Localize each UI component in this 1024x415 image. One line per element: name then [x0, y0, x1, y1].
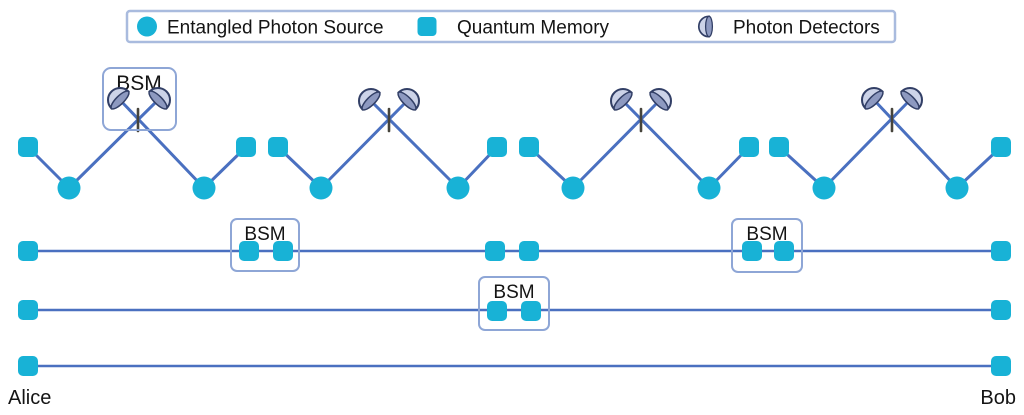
- quantum-memory-node: [18, 137, 38, 157]
- quantum-memory-node: [519, 241, 539, 261]
- photon-source-node: [697, 176, 721, 200]
- quantum-memory-node: [485, 241, 505, 261]
- quantum-memory-node: [236, 137, 256, 157]
- quantum-memory-node: [991, 137, 1011, 157]
- quantum-memory-icon: [417, 17, 437, 36]
- quantum-memory-node: [487, 137, 507, 157]
- quantum-memory-node: [991, 356, 1011, 376]
- photon-detector-icon: [697, 15, 714, 38]
- alice-label: Alice: [8, 387, 51, 409]
- quantum-memory-node: [18, 300, 38, 320]
- fiber-link-line: [822, 98, 912, 190]
- photon-source-node: [812, 176, 836, 200]
- quantum-memory-node: [239, 241, 259, 261]
- quantum-memory-node: [268, 137, 288, 157]
- quantum-memory-node: [18, 241, 38, 261]
- photon-source-icon: [137, 16, 157, 37]
- quantum-memory-node: [991, 300, 1011, 320]
- photon-source-node: [446, 176, 470, 200]
- bob-label: Bob: [980, 387, 1016, 409]
- swap-level-2-row: BSM: [18, 276, 1011, 331]
- fiber-link-line: [67, 98, 160, 190]
- elementary-links-row: BSM: [18, 67, 1011, 200]
- quantum-memory-node: [742, 241, 762, 261]
- quantum-memory-node: [487, 301, 507, 321]
- fiber-link-line: [571, 99, 661, 190]
- bsm-box: [731, 218, 803, 273]
- quantum-memory-node: [774, 241, 794, 261]
- bsm-label: BSM: [746, 224, 787, 245]
- photon-source-node: [561, 176, 585, 200]
- quantum-memory-node: [521, 301, 541, 321]
- bsm-label: BSM: [244, 224, 285, 245]
- legend-item-label: Photon Detectors: [733, 18, 880, 39]
- legend-item-label: Quantum Memory: [457, 18, 610, 39]
- photon-source-node: [57, 176, 81, 200]
- legend: Entangled Photon Source Quantum Memory P…: [125, 9, 897, 44]
- bsm-label: BSM: [493, 282, 534, 303]
- quantum-memory-node: [769, 137, 789, 157]
- quantum-memory-node: [273, 241, 293, 261]
- bsm-box: [478, 276, 550, 331]
- photon-source-node: [309, 176, 333, 200]
- fiber-link-line: [319, 99, 409, 190]
- quantum-memory-node: [519, 137, 539, 157]
- photon-source-node: [192, 176, 216, 200]
- fiber-link-line: [872, 98, 959, 190]
- quantum-memory-node: [991, 241, 1011, 261]
- quantum-memory-node: [739, 137, 759, 157]
- bsm-box: [102, 67, 177, 131]
- quantum-memory-node: [18, 356, 38, 376]
- bsm-label: BSM: [116, 72, 162, 95]
- photon-source-node: [945, 176, 969, 200]
- fiber-link-line: [621, 99, 711, 190]
- end-to-end-row: Alice Bob: [8, 356, 1016, 409]
- bsm-box: [230, 218, 300, 272]
- fiber-link-line: [118, 98, 206, 190]
- fiber-link-line: [369, 99, 460, 190]
- legend-item-label: Entangled Photon Source: [167, 18, 384, 39]
- swap-level-1-row: BSM BSM: [18, 218, 1011, 273]
